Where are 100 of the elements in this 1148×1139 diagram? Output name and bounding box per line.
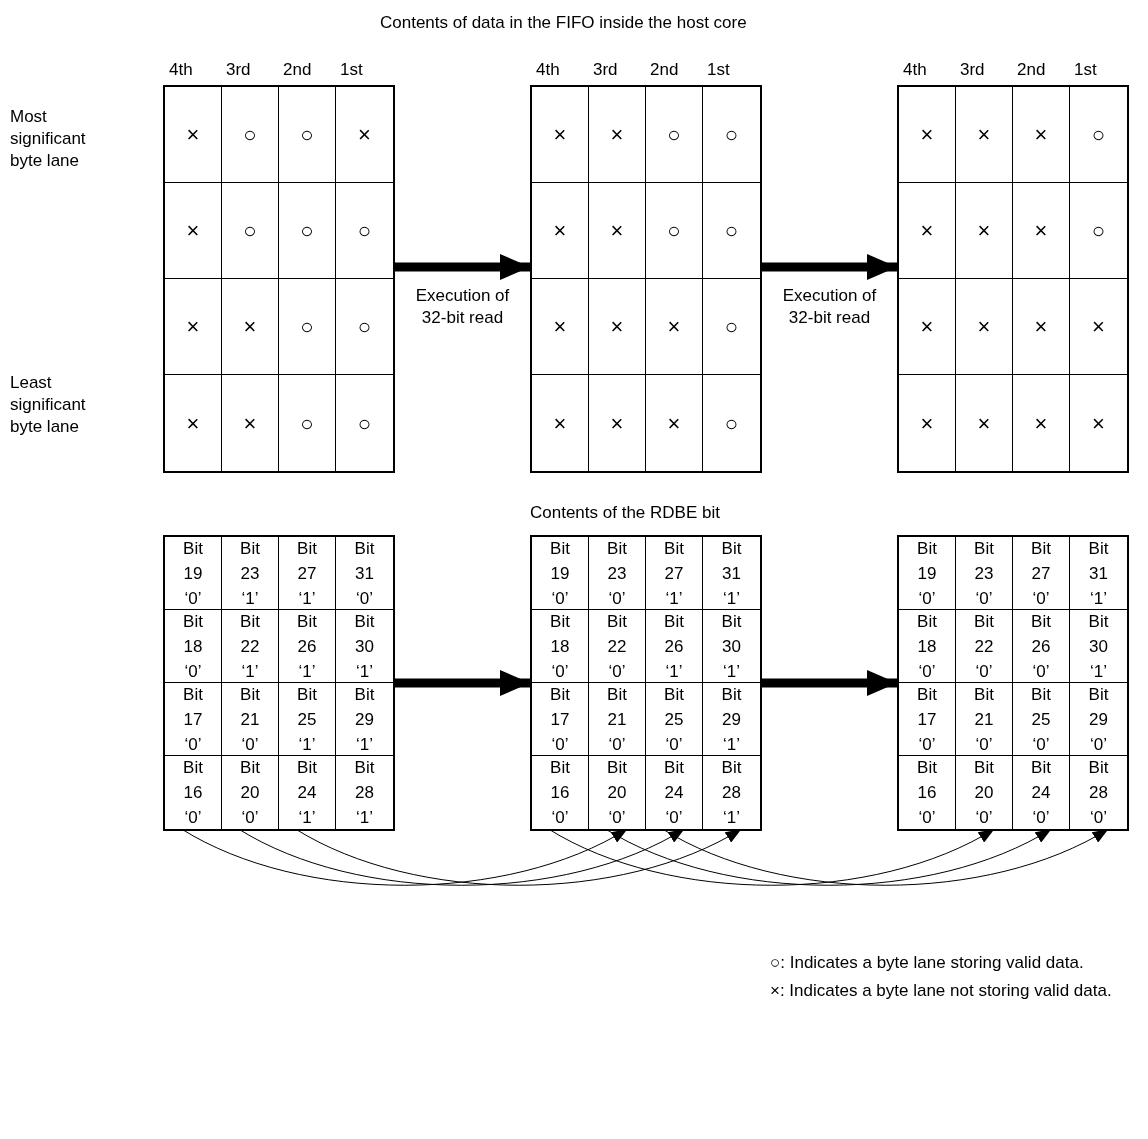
table-cell: Bit 25 ‘0’ bbox=[1013, 683, 1070, 756]
fifo-table-frame bbox=[897, 85, 1129, 473]
block-arrow bbox=[395, 254, 530, 280]
table-cell: × bbox=[1013, 375, 1070, 471]
table-cell: Bit 23 ‘0’ bbox=[956, 537, 1013, 610]
row-label: Least significant byte lane bbox=[10, 372, 87, 438]
table-cell: ○ bbox=[336, 279, 393, 375]
table-cell: Bit 30 ‘1’ bbox=[703, 610, 760, 683]
block-arrow bbox=[395, 670, 530, 696]
table-cell: × bbox=[165, 279, 222, 375]
table-cell: Bit 27 ‘1’ bbox=[279, 537, 336, 610]
table-cell: Bit 24 ‘0’ bbox=[1013, 756, 1070, 829]
table-cell: Bit 20 ‘0’ bbox=[956, 756, 1013, 829]
table-cell: Bit 16 ‘0’ bbox=[532, 756, 589, 829]
table-cell: × bbox=[222, 375, 279, 471]
table-cell: Bit 22 ‘0’ bbox=[956, 610, 1013, 683]
table-cell: Bit 28 ‘0’ bbox=[1070, 756, 1127, 829]
table-cell: Bit 19 ‘0’ bbox=[899, 537, 956, 610]
table-cell: Bit 20 ‘0’ bbox=[222, 756, 279, 829]
column-header: 4th bbox=[903, 59, 927, 81]
bit-table-frame bbox=[530, 535, 762, 831]
table-cell: ○ bbox=[279, 279, 336, 375]
row-label: Most significant byte lane bbox=[10, 106, 87, 172]
table-cell: Bit 17 ‘0’ bbox=[899, 683, 956, 756]
table-cell: ○ bbox=[279, 375, 336, 471]
table-cell: × bbox=[532, 375, 589, 471]
fifo-table-frame bbox=[530, 85, 762, 473]
table-cell: Bit 29 ‘1’ bbox=[703, 683, 760, 756]
column-header: 3rd bbox=[593, 59, 618, 81]
table-cell: Bit 26 ‘1’ bbox=[646, 610, 703, 683]
table-cell: × bbox=[589, 375, 646, 471]
section-heading: Contents of the RDBE bit bbox=[530, 502, 720, 524]
table-cell: × bbox=[899, 183, 956, 279]
table-cell: × bbox=[589, 87, 646, 183]
block-arrow bbox=[762, 254, 897, 280]
column-header: 2nd bbox=[650, 59, 679, 81]
table-cell: Bit 23 ‘1’ bbox=[222, 537, 279, 610]
table-cell: Bit 21 ‘0’ bbox=[589, 683, 646, 756]
table-cell: ○ bbox=[279, 87, 336, 183]
column-header: 2nd bbox=[1017, 59, 1046, 81]
column-header: 4th bbox=[536, 59, 560, 81]
table-cell: Bit 17 ‘0’ bbox=[165, 683, 222, 756]
table-cell: × bbox=[956, 87, 1013, 183]
table-cell: × bbox=[532, 183, 589, 279]
table-cell: ○ bbox=[1070, 87, 1127, 183]
table-cell: Bit 18 ‘0’ bbox=[899, 610, 956, 683]
bit-table-frame bbox=[897, 535, 1129, 831]
table-cell: × bbox=[589, 183, 646, 279]
table-cell: Bit 20 ‘0’ bbox=[589, 756, 646, 829]
column-header: 2nd bbox=[283, 59, 312, 81]
table-cell: × bbox=[532, 279, 589, 375]
legend-note: ○: Indicates a byte lane storing valid data. bbox=[770, 952, 1084, 974]
table-cell: ○ bbox=[703, 87, 760, 183]
table-cell: Bit 26 ‘0’ bbox=[1013, 610, 1070, 683]
column-header: 1st bbox=[340, 59, 363, 81]
table-cell: Bit 27 ‘1’ bbox=[646, 537, 703, 610]
table-cell: ○ bbox=[222, 183, 279, 279]
table-cell: × bbox=[165, 375, 222, 471]
table-cell: Bit 30 ‘1’ bbox=[1070, 610, 1127, 683]
table-cell: Bit 24 ‘1’ bbox=[279, 756, 336, 829]
table-cell: Bit 19 ‘0’ bbox=[532, 537, 589, 610]
table-cell: Bit 31 ‘1’ bbox=[1070, 537, 1127, 610]
table-cell: ○ bbox=[703, 375, 760, 471]
table-cell: × bbox=[899, 87, 956, 183]
table-cell: Bit 26 ‘1’ bbox=[279, 610, 336, 683]
table-cell: ○ bbox=[703, 279, 760, 375]
legend-note: ×: Indicates a byte lane not storing valid data. bbox=[770, 980, 1112, 1002]
column-header: 1st bbox=[707, 59, 730, 81]
table-cell: × bbox=[956, 375, 1013, 471]
table-cell: × bbox=[336, 87, 393, 183]
table-cell: ○ bbox=[222, 87, 279, 183]
table-cell: Bit 24 ‘0’ bbox=[646, 756, 703, 829]
table-cell: × bbox=[165, 87, 222, 183]
table-cell: ○ bbox=[1070, 183, 1127, 279]
table-cell: Bit 18 ‘0’ bbox=[532, 610, 589, 683]
table-cell: × bbox=[956, 279, 1013, 375]
table-cell: Bit 19 ‘0’ bbox=[165, 537, 222, 610]
table-cell: Bit 22 ‘0’ bbox=[589, 610, 646, 683]
table-cell: Bit 29 ‘0’ bbox=[1070, 683, 1127, 756]
table-cell: × bbox=[165, 183, 222, 279]
table-cell: ○ bbox=[646, 87, 703, 183]
table-cell: Bit 31 ‘0’ bbox=[336, 537, 393, 610]
block-arrow bbox=[762, 670, 897, 696]
table-cell: Bit 16 ‘0’ bbox=[165, 756, 222, 829]
table-cell: Bit 21 ‘0’ bbox=[956, 683, 1013, 756]
table-cell: Bit 25 ‘0’ bbox=[646, 683, 703, 756]
table-cell: × bbox=[646, 279, 703, 375]
table-cell: ○ bbox=[336, 375, 393, 471]
table-cell: × bbox=[1013, 279, 1070, 375]
table-cell: Bit 18 ‘0’ bbox=[165, 610, 222, 683]
column-header: 4th bbox=[169, 59, 193, 81]
table-cell: × bbox=[222, 279, 279, 375]
table-cell: Bit 25 ‘1’ bbox=[279, 683, 336, 756]
table-cell: × bbox=[1070, 279, 1127, 375]
table-cell: Bit 22 ‘1’ bbox=[222, 610, 279, 683]
fifo-table-frame bbox=[163, 85, 395, 473]
table-cell: × bbox=[646, 375, 703, 471]
table-cell: Bit 17 ‘0’ bbox=[532, 683, 589, 756]
table-cell: × bbox=[532, 87, 589, 183]
table-cell: ○ bbox=[336, 183, 393, 279]
